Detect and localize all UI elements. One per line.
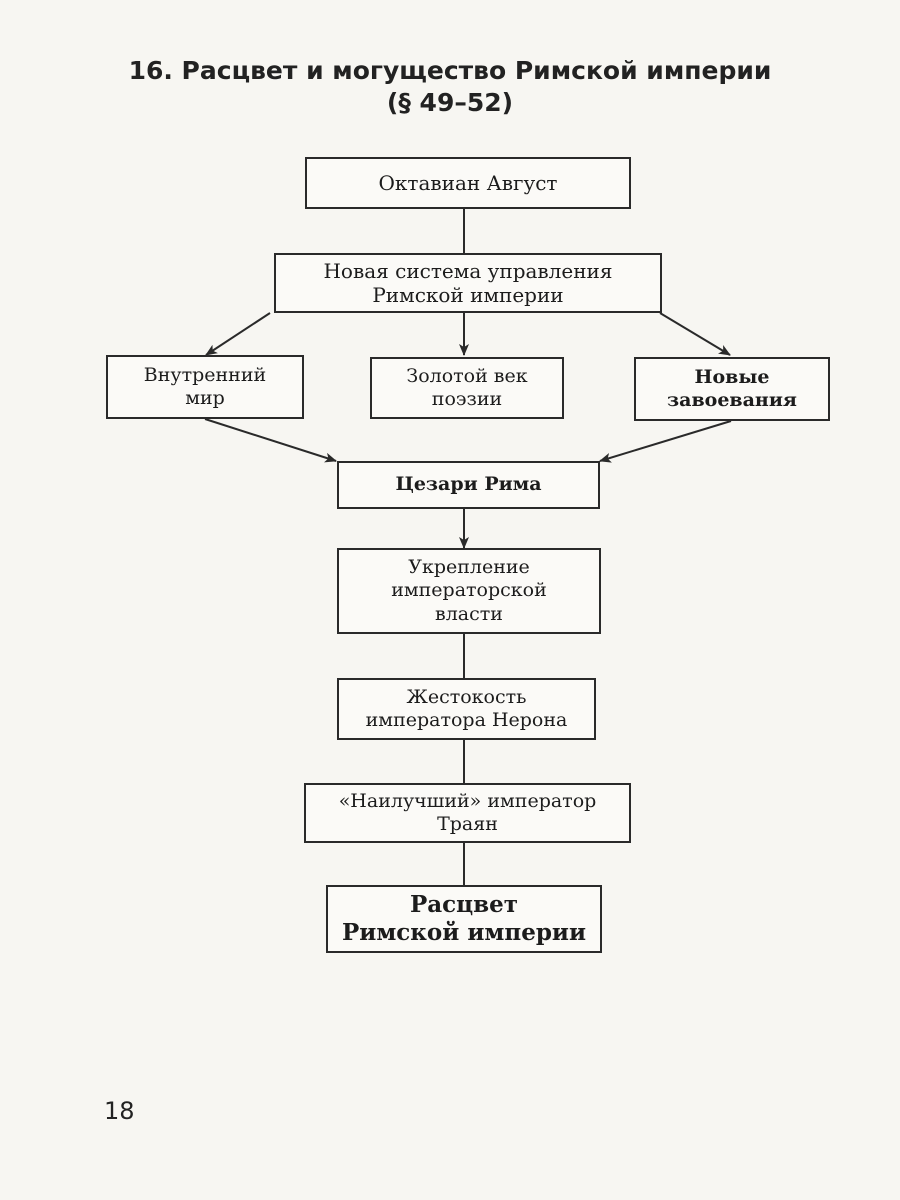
node-octavian-august: Октавиан Август — [305, 157, 631, 209]
node-caesars-of-rome: Цезари Рима — [337, 461, 600, 509]
node-cruelty-of-nero: Жестокость императора Нерона — [337, 678, 596, 740]
arrow-internal-peace-caesars — [204, 418, 337, 463]
arrow-new-conquests-caesars — [599, 420, 732, 463]
node-internal-peace: Внутренний мир — [106, 355, 304, 419]
node-new-conquests: Новые завоевания — [634, 357, 830, 421]
node-flourishing-of-empire: Расцвет Римской империи — [326, 885, 602, 953]
arrow-new-system-internal-peace — [205, 312, 271, 356]
node-best-emperor-trajan: «Наилучший» император Траян — [304, 783, 631, 843]
node-new-governance-system: Новая система управления Римской империи — [274, 253, 662, 313]
page-subtitle-sections: (§ 49–52) — [386, 88, 514, 117]
node-golden-age-poetry: Золотой век поэзии — [370, 357, 564, 419]
node-strengthening-imperial-power: Укрепление императорской власти — [337, 548, 601, 634]
arrow-new-system-new-conquests — [659, 312, 731, 356]
page-number: 18 — [104, 1097, 135, 1125]
page-title: 16. Расцвет и могущество Римской империи — [128, 56, 772, 85]
